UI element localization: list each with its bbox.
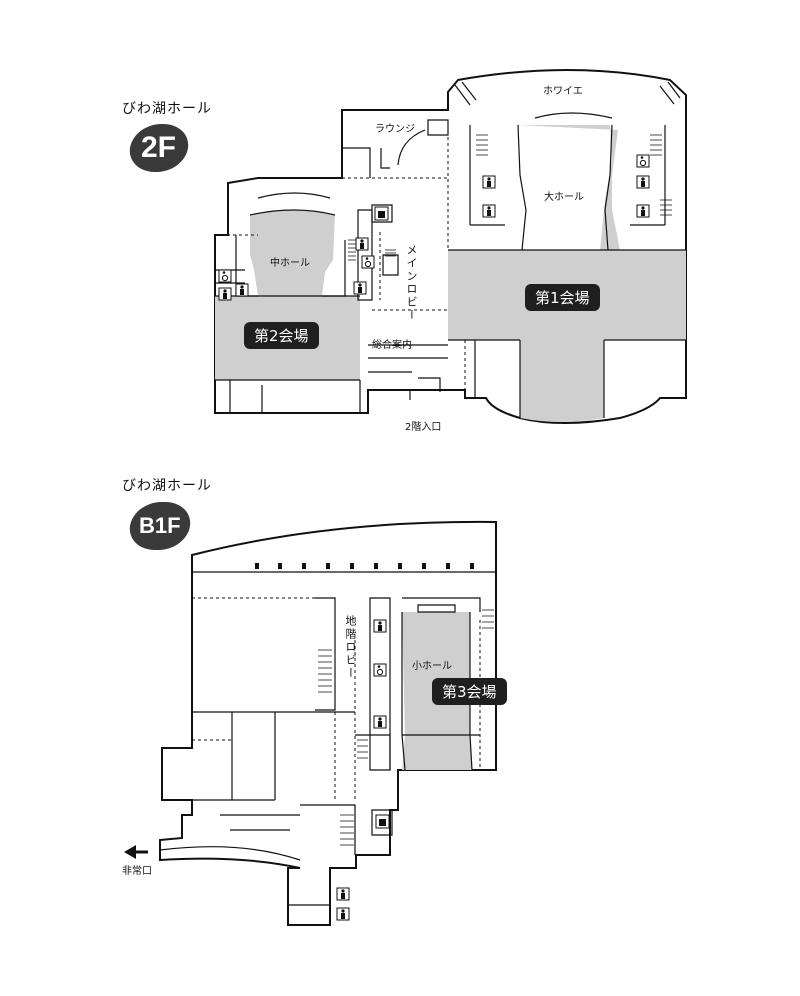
venue-name-2f: びわ湖ホール [122, 101, 212, 117]
main-hall-fill [448, 125, 686, 422]
label-basement-lobby: 地階ロビー [344, 615, 357, 680]
label-main-lobby: メインロビー [405, 244, 418, 322]
floor-number-2f: 2F [141, 131, 177, 164]
label-lounge: ラウンジ [375, 124, 415, 135]
arrow-left-icon [124, 845, 148, 859]
label-foyer: ホワイエ [543, 86, 583, 97]
room-tag-3: 第3会場 [432, 678, 507, 705]
label-info: 総合案内 [372, 340, 412, 351]
restroom-icon [218, 175, 650, 921]
room-tag-2: 第2会場 [244, 322, 319, 349]
label-emergency-exit: 非常口 [122, 866, 152, 877]
label-entrance-2f: 2階入口 [405, 422, 442, 433]
window-markers [255, 563, 474, 569]
label-middle-hall: 中ホール [270, 258, 310, 269]
wheelchair-icon [218, 154, 650, 677]
venue-name-b1f: びわ湖ホール [122, 478, 212, 494]
elevator-icon [374, 206, 390, 829]
label-small-hall: 小ホール [412, 661, 452, 672]
2f-outline [214, 69, 687, 424]
label-main-hall: 大ホール [544, 192, 584, 203]
floor-number-b1f: B1F [139, 513, 181, 538]
room-tag-1: 第1会場 [525, 284, 600, 311]
